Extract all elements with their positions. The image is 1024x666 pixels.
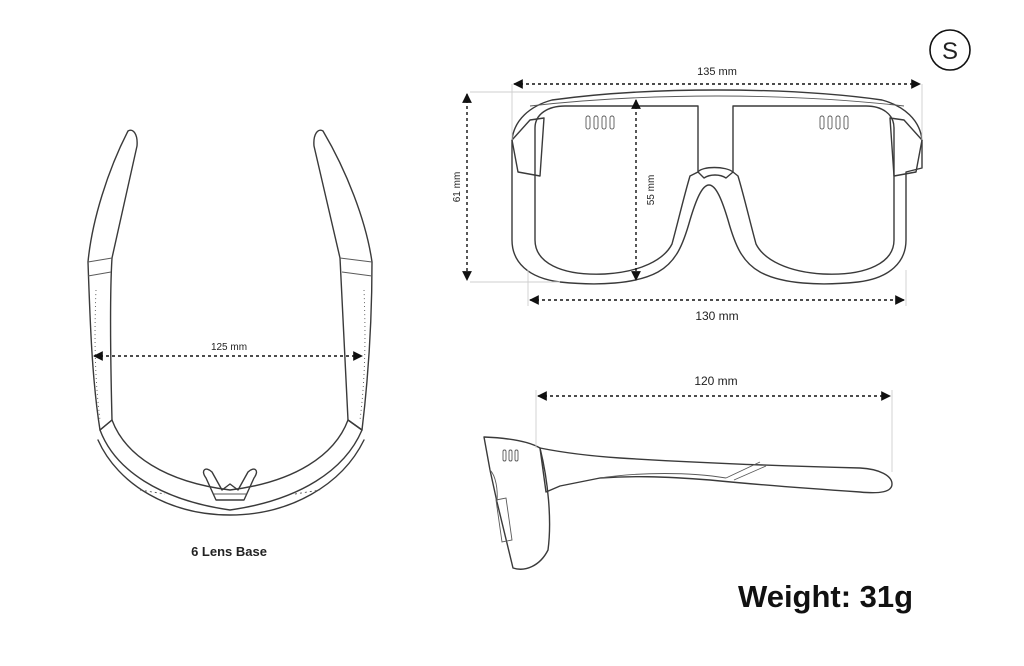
lens-base-label: 6 Lens Base bbox=[191, 544, 267, 559]
top-view-nose-pad bbox=[202, 468, 258, 501]
size-badge-circle bbox=[929, 29, 971, 71]
side-view-side-shield bbox=[495, 497, 513, 543]
top-view-left-vents bbox=[139, 489, 166, 495]
top-view-width-label: 125 mm bbox=[211, 342, 247, 353]
front-view-top-width-label: 135 mm bbox=[697, 66, 737, 78]
side-view-length-label: 120 mm bbox=[694, 374, 737, 388]
size-badge-letter: S bbox=[942, 38, 958, 65]
front-view-left-side-shield bbox=[511, 117, 545, 177]
side-view-vents bbox=[502, 449, 519, 462]
side-view-lens bbox=[483, 436, 551, 570]
side-view-lens-edge bbox=[489, 469, 498, 503]
side-view-temple bbox=[539, 447, 893, 494]
front-view-bottom-width-label: 130 mm bbox=[695, 309, 738, 323]
weight-label: Weight: 31g bbox=[738, 579, 913, 614]
front-view-nose-bridge bbox=[697, 166, 734, 179]
front-view-frame bbox=[511, 89, 923, 285]
top-view-right-vents bbox=[294, 489, 321, 495]
front-view-right-vents bbox=[819, 115, 849, 130]
front-view: 135 mm 130 mm 61 mm 55 mm bbox=[452, 66, 923, 323]
front-view-right-lens bbox=[732, 105, 895, 275]
front-view-total-height-label: 61 mm bbox=[452, 172, 463, 203]
front-view-left-vents bbox=[585, 115, 615, 130]
size-badge: S bbox=[929, 29, 971, 71]
front-view-lens-height-label: 55 mm bbox=[646, 175, 657, 206]
side-view-temple-seam bbox=[599, 473, 727, 479]
side-view-temple-grip bbox=[725, 461, 767, 481]
top-view-right-temple bbox=[313, 129, 373, 431]
top-view-left-temple bbox=[87, 129, 138, 431]
top-view-right-hinge bbox=[339, 257, 373, 277]
top-view-left-hinge bbox=[87, 257, 113, 277]
front-view-brow-line bbox=[529, 95, 905, 107]
top-view-front-frame bbox=[99, 419, 363, 511]
side-view: 120 mm bbox=[483, 374, 893, 570]
front-view-left-lens bbox=[534, 105, 699, 275]
top-view-front-lens-curve bbox=[97, 439, 365, 516]
top-view: 125 mm 6 Lens Base bbox=[87, 129, 373, 559]
front-view-right-side-shield bbox=[889, 117, 923, 177]
top-view-right-stitch bbox=[359, 289, 366, 421]
